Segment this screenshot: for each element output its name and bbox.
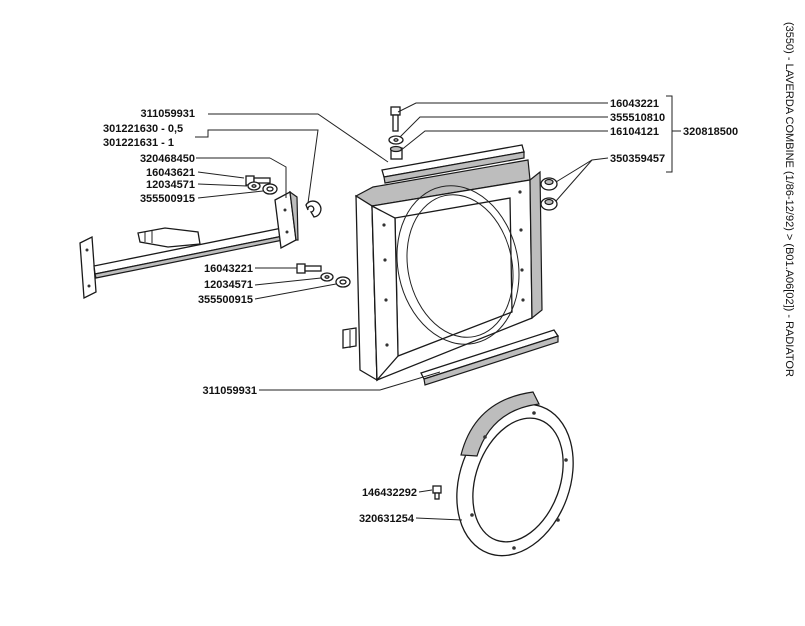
bolt-washer-nut-middle: [296, 263, 351, 288]
fan-ring: [456, 391, 574, 557]
part-label: 16043621: [146, 167, 195, 179]
radiator-frame: [354, 159, 543, 382]
shim-clip: [305, 200, 322, 218]
diagram-title: (3550) - LAVERDA COMBINE (1/86-12/92) > …: [783, 22, 795, 377]
part-label: 301221631 - 1: [103, 137, 174, 149]
part-label: 12034571: [204, 279, 253, 291]
part-label: 320468450: [140, 153, 195, 165]
part-label: 320818500: [683, 126, 738, 138]
part-label: 16104121: [610, 126, 659, 138]
top-seal-strip: [381, 144, 525, 184]
side-mounting-tab: [342, 327, 357, 349]
part-label: 16043221: [204, 263, 253, 275]
part-label: 355500915: [198, 294, 253, 306]
part-label: 301221630 - 0,5: [103, 123, 183, 135]
support-bracket: [79, 190, 299, 300]
part-label: 146432292: [362, 487, 417, 499]
bolt-washer-nut-upper: [245, 175, 278, 195]
fan-shroud-ring: [396, 185, 520, 345]
part-label: 320631254: [359, 513, 415, 525]
part-label: 311059931: [203, 385, 257, 397]
top-bolt-stack: [388, 106, 404, 160]
part-labels: 311059931 301221630 - 0,5 301221631 - 1 …: [103, 98, 738, 525]
part-label: 12034571: [146, 179, 195, 191]
rubber-mounts: [540, 177, 558, 211]
leader-lines: [195, 95, 681, 521]
part-label: 355500915: [140, 193, 195, 205]
part-label: 350359457: [610, 153, 665, 165]
part-label: 16043221: [610, 98, 659, 110]
part-label: 311059931: [141, 108, 195, 120]
part-label: 355510810: [610, 112, 665, 124]
bottom-seal-strip: [420, 329, 560, 386]
ring-screw: [432, 485, 442, 500]
